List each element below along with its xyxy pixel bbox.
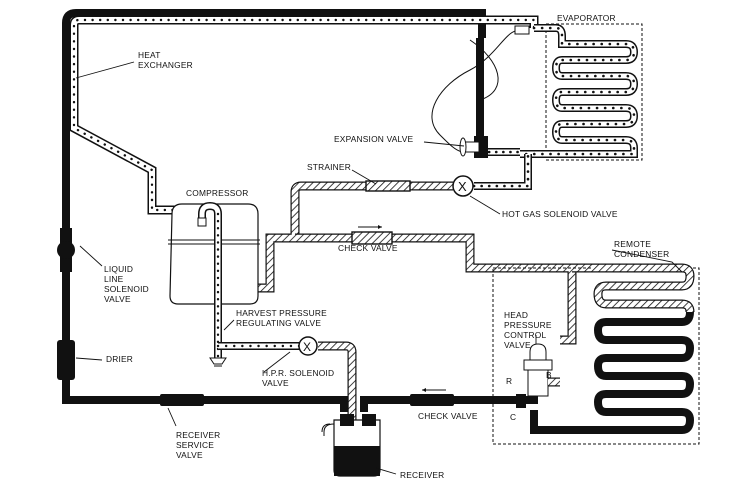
label-hpr-solenoid-2: VALVE [262, 378, 289, 388]
label-receiver: RECEIVER [400, 470, 444, 480]
label-receiver-service-1: RECEIVER [176, 430, 220, 440]
liquid-line [62, 9, 518, 412]
label-hot-gas-solenoid-valve: HOT GAS SOLENOID VALVE [502, 209, 618, 219]
label-check-valve-upper: CHECK VALVE [338, 243, 398, 253]
label-drier: DRIER [106, 354, 133, 364]
label-remote-condenser-1: REMOTE [614, 239, 651, 249]
receiver [321, 414, 381, 477]
hot-gas-valve-symbol: X [458, 179, 467, 194]
hpr-valve-symbol: X [303, 340, 311, 354]
compressor [168, 201, 260, 362]
label-head-pressure-2: PRESSURE [504, 320, 552, 330]
label-receiver-service-2: SERVICE [176, 440, 214, 450]
remote-condenser [492, 263, 700, 445]
expansion-valve [459, 136, 522, 158]
label-expansion-valve: EXPANSION VALVE [334, 134, 414, 144]
liquid-line-components [57, 228, 454, 406]
leader-lines [75, 61, 683, 475]
label-harvest-pressure-1: HARVEST PRESSURE [236, 308, 327, 318]
evaporator [431, 23, 643, 161]
label-head-pressure-1: HEAD [504, 310, 528, 320]
label-liquid-line-1: LIQUID [104, 264, 133, 274]
label-check-valve-lower: CHECK VALVE [418, 411, 478, 421]
label-hpr-solenoid-1: H.P.R. SOLENOID [262, 368, 334, 378]
label-port-b: B [546, 370, 552, 380]
label-liquid-line-2: LINE [104, 274, 124, 284]
label-port-r: R [506, 376, 512, 386]
label-head-pressure-3: CONTROL [504, 330, 546, 340]
hot-gas-valve-line [452, 152, 532, 197]
label-remote-condenser-2: CONDENSER [614, 249, 669, 259]
label-receiver-service-3: VALVE [176, 450, 203, 460]
label-evaporator: EVAPORATOR [557, 13, 616, 23]
label-compressor: COMPRESSOR [186, 188, 249, 198]
label-heat-exchanger-1: HEAT [138, 50, 161, 60]
label-heat-exchanger-2: EXCHANGER [138, 60, 193, 70]
label-head-pressure-4: VALVE [504, 340, 531, 350]
label-liquid-line-4: VALVE [104, 294, 131, 304]
suction-line [69, 15, 539, 215]
label-liquid-line-3: SOLENOID [104, 284, 149, 294]
labels: EVAPORATOR HEAT EXCHANGER EXPANSION VALV… [104, 13, 669, 480]
hpr-line [209, 336, 357, 420]
label-strainer: STRAINER [307, 162, 351, 172]
label-harvest-pressure-2: REGULATING VALVE [236, 318, 321, 328]
label-port-c: C [510, 412, 516, 422]
